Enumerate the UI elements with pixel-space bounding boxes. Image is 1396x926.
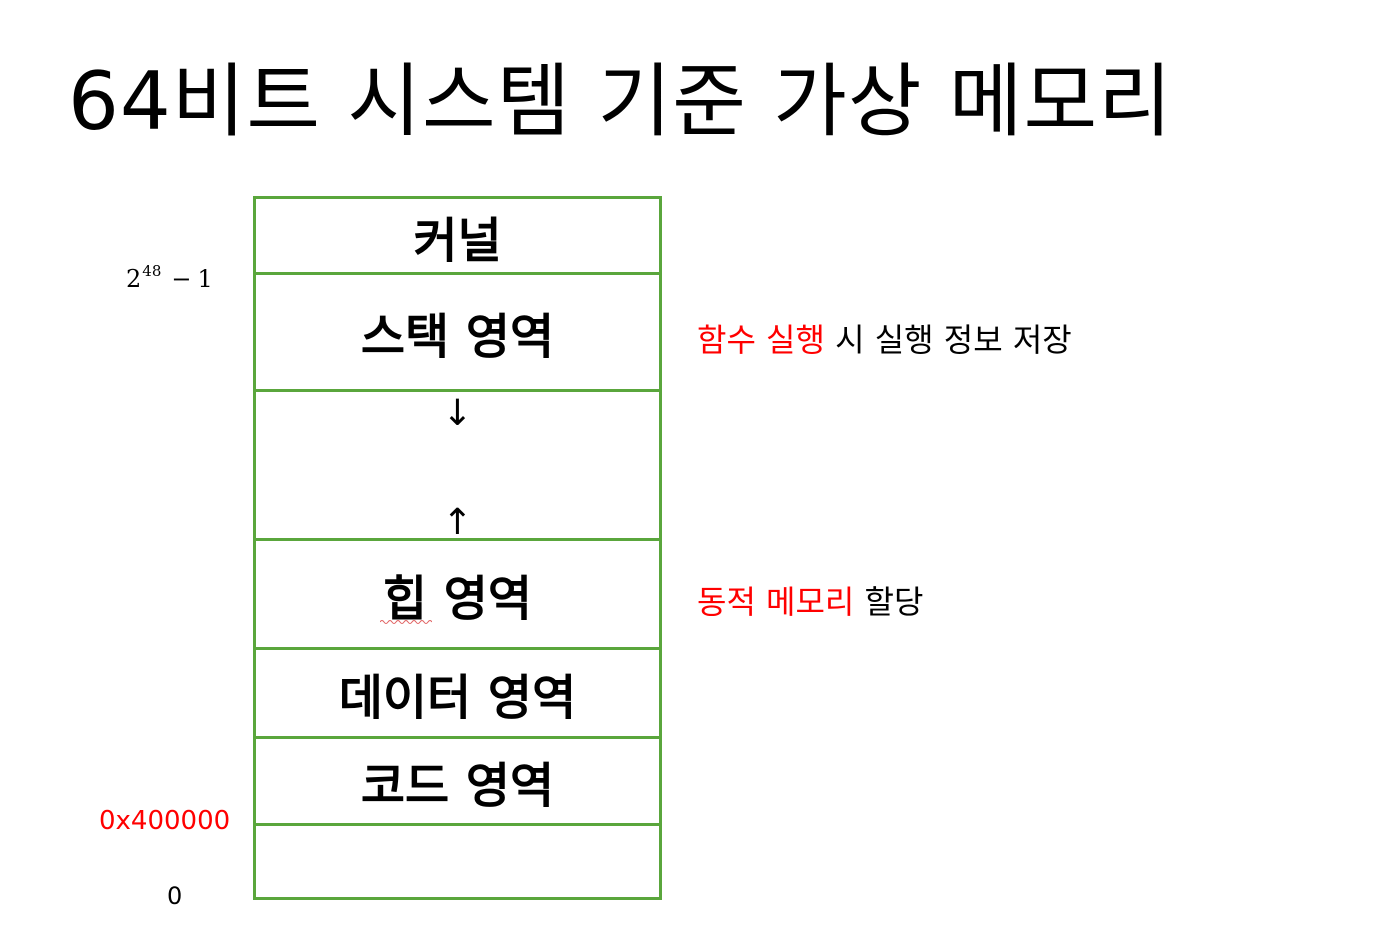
segment-kernel: 커널 <box>413 212 502 269</box>
heap-annotation-highlight: 동적 메모리 <box>697 583 855 621</box>
heap-annotation-text: 할당 <box>854 583 924 621</box>
arrow-up-icon: ↑ <box>442 502 473 543</box>
address-top-label: 248−1 <box>126 262 213 293</box>
stack-annotation: 함수 실행 시 실행 정보 저장 <box>697 315 1072 361</box>
segment-data: 데이터 영역 <box>338 670 577 726</box>
address-top-base: 2 <box>126 265 142 293</box>
address-top-exponent: 48 <box>142 262 162 280</box>
address-top-one: 1 <box>197 265 213 293</box>
arrow-down-icon: ↓ <box>442 393 473 434</box>
divider-code-reserved <box>256 823 659 826</box>
memory-layout-diagram: 커널 스택 영역 ↓ ↑ 힙 영역 데이터 영역 코드 영역 <box>253 196 662 900</box>
spellcheck-squiggle-icon <box>380 620 432 624</box>
divider-free-heap <box>256 538 659 541</box>
address-zero-label: 0 <box>167 882 183 910</box>
heap-annotation: 동적 메모리 할당 <box>697 577 923 623</box>
divider-data-code <box>256 736 659 739</box>
segment-stack: 스택 영역 <box>360 309 555 365</box>
segment-reserved <box>256 826 659 897</box>
stack-annotation-highlight: 함수 실행 <box>697 321 825 359</box>
divider-heap-data <box>256 647 659 650</box>
segment-heap: 힙 영역 <box>382 571 533 627</box>
segment-code: 코드 영역 <box>360 758 555 814</box>
stack-annotation-text: 시 실행 정보 저장 <box>824 321 1072 359</box>
address-code-start-label: 0x400000 <box>99 806 231 836</box>
page-title: 64비트 시스템 기준 가상 메모리 <box>68 55 1173 148</box>
address-top-minus: − <box>171 265 192 293</box>
divider-stack-free <box>256 389 659 392</box>
divider-kernel-stack <box>256 272 659 275</box>
